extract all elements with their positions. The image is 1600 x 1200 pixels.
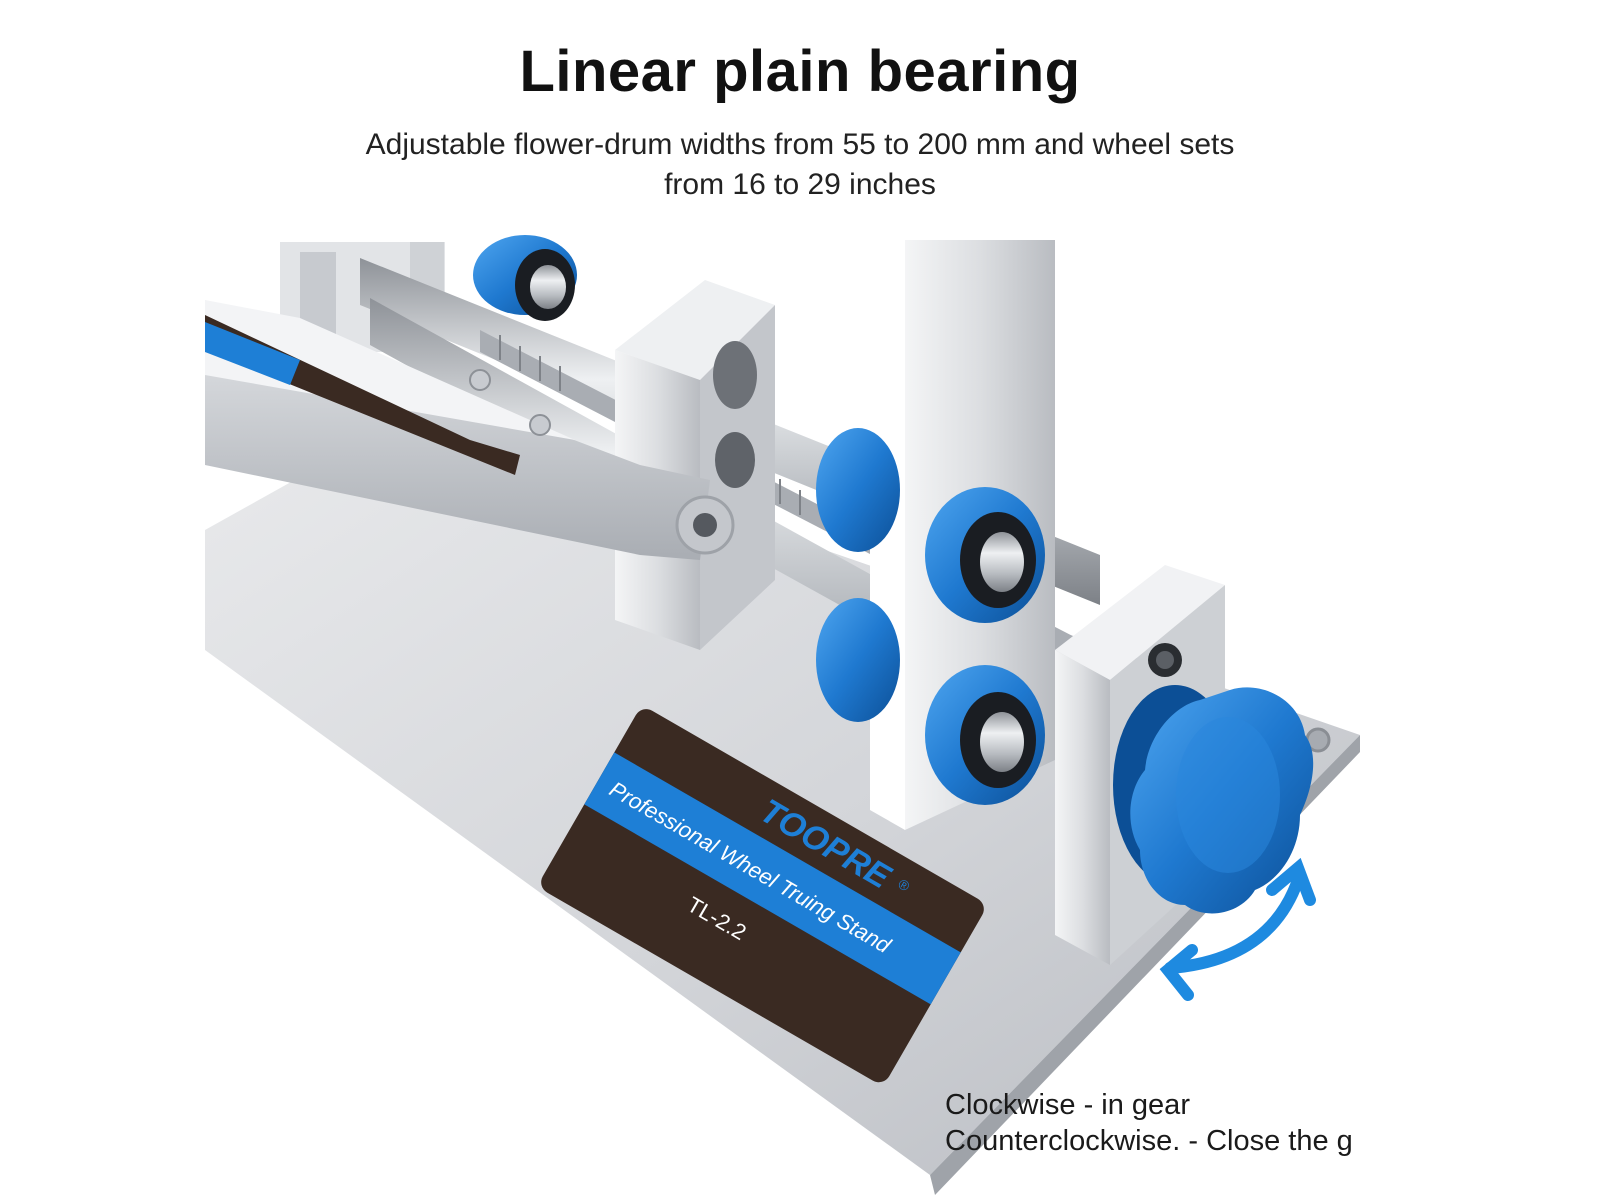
caption-counterclockwise: Counterclockwise. - Close the g <box>945 1125 1353 1157</box>
gauge-arm <box>205 300 735 560</box>
bearing-back <box>473 235 577 321</box>
truing-stand-photo: TOOPRE ® Professional Wheel Truing Stand… <box>205 235 1360 1195</box>
caption-clockwise: Clockwise - in gear <box>945 1089 1190 1121</box>
product-label: TOOPRE ® Professional Wheel Truing Stand… <box>541 709 984 1083</box>
bearing-upper <box>816 428 1045 623</box>
arm-screw <box>529 414 551 436</box>
rotate-arrow-icon <box>1159 857 1316 1001</box>
adjustment-knob[interactable] <box>1113 685 1314 914</box>
arm-screw <box>469 369 491 391</box>
page-subtitle: Adjustable flower-drum widths from 55 to… <box>365 128 1235 201</box>
rotation-caption: Clockwise - in gear Counterclockwise. - … <box>945 1087 1505 1159</box>
page-title: Linear plain bearing <box>519 39 1081 104</box>
bearing-lower <box>816 598 1045 805</box>
